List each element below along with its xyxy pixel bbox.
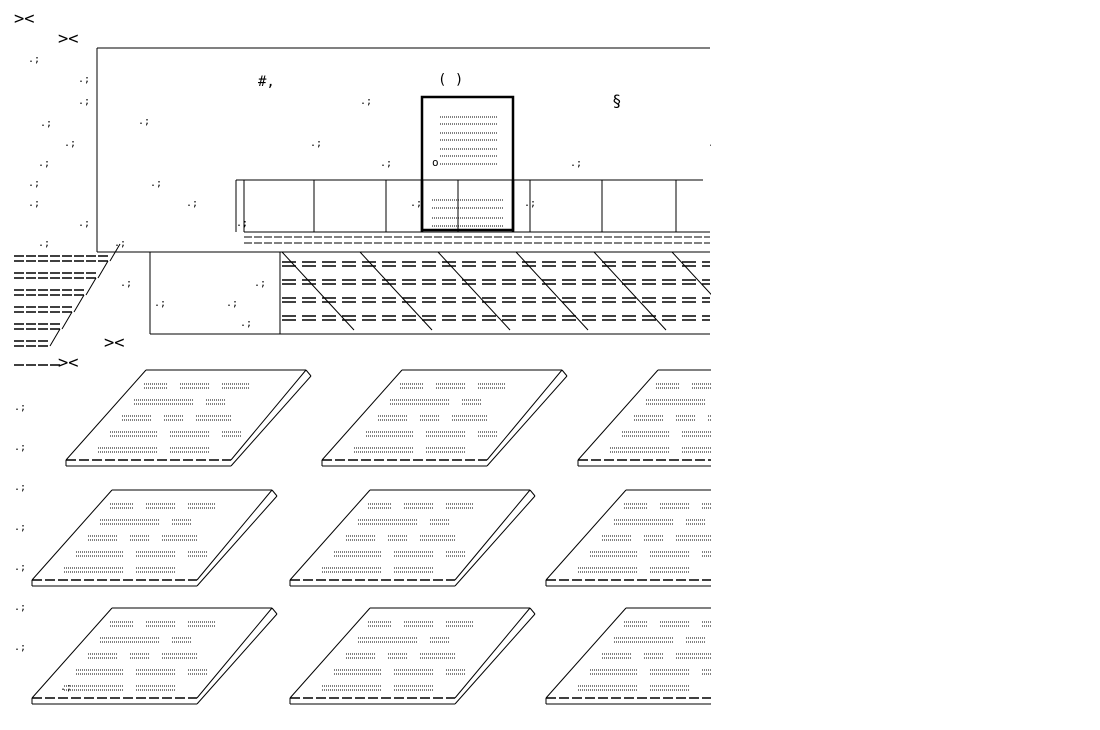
- wall-hash-mark: #,: [258, 74, 275, 90]
- grass-mark: .;: [310, 138, 322, 149]
- stair-edge: [49, 328, 61, 347]
- stair-edge: [85, 277, 97, 296]
- grass-marks: .;.;.;.;.;.;.;.;.;.;.;.;.;.;.;.;.;.;.;.;…: [14, 54, 720, 693]
- deck-diagonal: [437, 251, 511, 331]
- grass-mark: .;: [40, 118, 52, 129]
- bird-3: ><: [104, 333, 124, 353]
- bird-1: ><: [14, 9, 34, 29]
- grass-mark: .;: [28, 178, 40, 189]
- grass-mark: .;: [410, 198, 422, 209]
- floor-tile: [289, 489, 536, 587]
- deck-diagonal: [281, 251, 355, 331]
- grass-mark: .;: [14, 562, 26, 573]
- grass-mark: .;: [28, 198, 40, 209]
- grass-mark: .;: [360, 96, 372, 107]
- door: o: [420, 95, 515, 232]
- grass-mark: .;: [120, 278, 132, 289]
- grass-mark: .;: [14, 482, 26, 493]
- grass-mark: .;: [38, 158, 50, 169]
- bird-2: ><: [58, 29, 78, 49]
- deck-diagonal: [359, 251, 433, 331]
- grass-mark: .;: [138, 116, 150, 127]
- grass-mark: .;: [150, 178, 162, 189]
- floor-tile: [321, 369, 568, 467]
- birds-top-left: >< ><: [14, 9, 78, 49]
- stair-edge: [73, 294, 85, 313]
- grass-mark: .;: [14, 522, 26, 533]
- door-panel-texture: [432, 116, 504, 227]
- grass-mark: .;: [570, 158, 582, 169]
- grass-mark: .;: [78, 96, 90, 107]
- blank-right-area: [711, 0, 1100, 730]
- grass-mark: .;: [14, 402, 26, 413]
- deck-diagonal: [593, 251, 667, 331]
- bird-4: ><: [58, 353, 78, 373]
- wall-parens-mark: ( ): [438, 72, 463, 88]
- grass-mark: .;: [38, 238, 50, 249]
- grass-mark: .;: [78, 74, 90, 85]
- grass-mark: .;: [524, 198, 536, 209]
- floor-tile: [289, 607, 536, 705]
- grass-mark: .;: [240, 318, 252, 329]
- grass-mark: .;: [254, 278, 266, 289]
- floor-tile: [31, 489, 278, 587]
- stair-edge: [97, 260, 109, 279]
- grass-mark: .;: [14, 642, 26, 653]
- staircase: >< ><: [14, 243, 124, 373]
- balcony-railing: [235, 179, 710, 244]
- grass-mark: .;: [78, 218, 90, 229]
- grass-mark: .;: [14, 602, 26, 613]
- grass-mark: .;: [380, 158, 392, 169]
- floor-tile: [65, 369, 312, 467]
- door-knob: o: [432, 156, 439, 169]
- deck-diagonal: [515, 251, 589, 331]
- stair-edge: [61, 311, 73, 330]
- building-outline: [96, 47, 710, 253]
- wall-s-mark: §: [612, 91, 622, 110]
- stair-edge: [109, 243, 121, 262]
- grass-mark: .;: [226, 298, 238, 309]
- grass-mark: .;: [64, 138, 76, 149]
- grass-mark: .;: [28, 54, 40, 65]
- grass-mark: .;: [154, 298, 166, 309]
- balcony-deck: [110, 251, 745, 335]
- grass-mark: .;: [186, 198, 198, 209]
- floor-tiles: [31, 369, 824, 705]
- grass-mark: .;: [114, 238, 126, 249]
- grass-mark: .;: [236, 218, 248, 229]
- grass-mark: .;: [60, 682, 72, 693]
- floor-tile: [31, 607, 278, 705]
- grass-mark: .;: [14, 442, 26, 453]
